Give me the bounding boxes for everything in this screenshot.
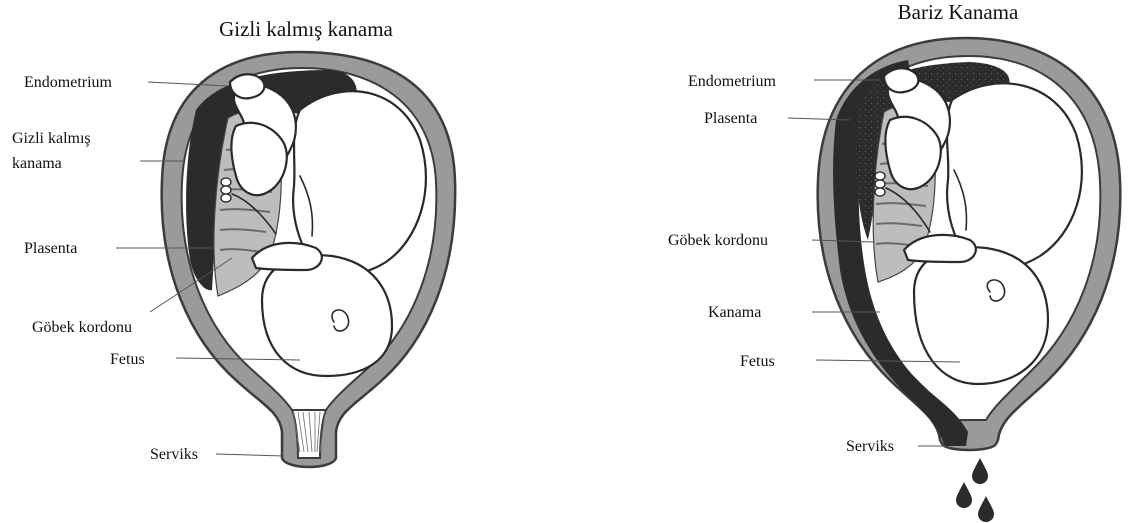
left-label-hidden-bleeding-line1: Gizli kalmış [12,130,91,147]
left-label-placenta: Plasenta [24,240,77,257]
right-label-cervix: Serviks [846,438,894,455]
left-label-umbilical-cord: Göbek kordonu [32,319,132,336]
right-label-fetus: Fetus [740,353,775,370]
left-panel: Gizli kalmış kanama [12,17,455,467]
left-uterus [162,52,456,467]
blood-drop [972,458,988,484]
right-blood-drops [956,458,994,522]
left-panel-title: Gizli kalmış kanama [219,17,393,41]
right-panel-title: Bariz Kanama [898,0,1019,24]
right-label-umbilical-cord: Göbek kordonu [668,232,768,249]
right-panel: Bariz Kanama [668,0,1120,522]
right-label-endometrium: Endometrium [688,73,777,90]
right-label-placenta: Plasenta [704,110,757,127]
left-label-hidden-bleeding-line2: kanama [12,155,62,172]
blood-drop [978,496,994,522]
left-label-fetus: Fetus [110,351,145,368]
blood-drop [956,482,972,508]
right-label-bleeding: Kanama [708,304,761,321]
left-label-endometrium: Endometrium [24,74,113,91]
left-label-cervix: Serviks [150,446,198,463]
